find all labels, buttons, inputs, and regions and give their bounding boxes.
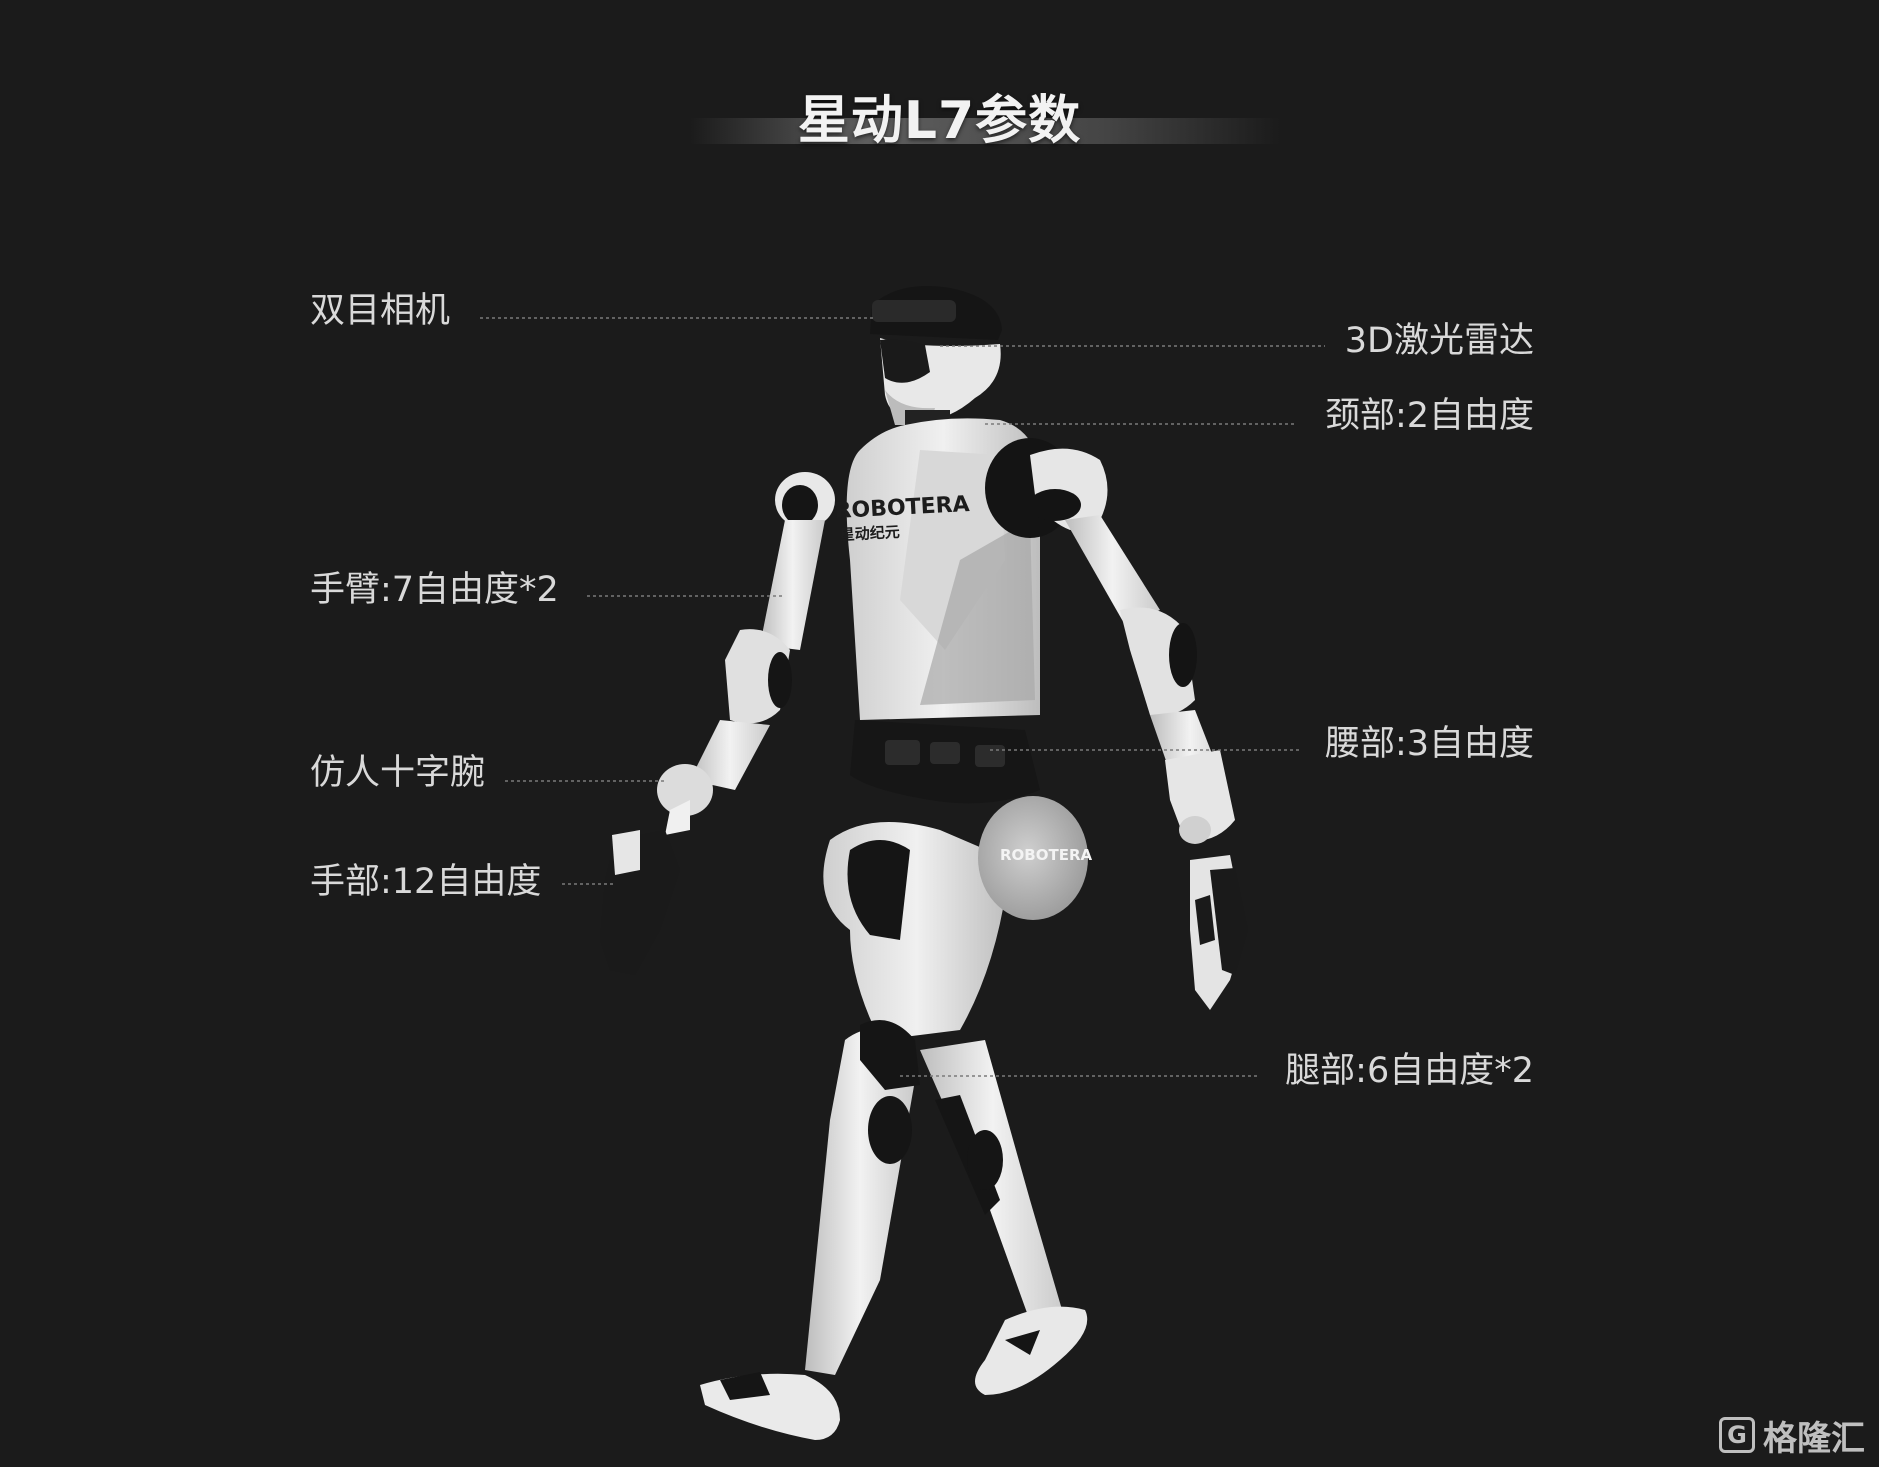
label-stereo-camera: 双目相机	[310, 291, 451, 331]
page-title: 星动L7参数	[797, 91, 1082, 151]
title-underline-band	[690, 118, 1280, 144]
label-neck: 颈部:2自由度	[1324, 396, 1534, 436]
robot-left-arm	[600, 472, 835, 975]
label-leg: 腿部:6自由度*2	[1285, 1051, 1534, 1091]
watermark: G 格隆汇	[1719, 1413, 1865, 1459]
label-waist: 腰部:3自由度	[1324, 724, 1534, 764]
chest-logo-cn: 星动纪元	[839, 523, 900, 544]
robot-right-arm	[985, 438, 1248, 1010]
robot-head	[870, 286, 1002, 428]
label-hand: 手部:12自由度	[310, 862, 542, 902]
label-lidar: 3D激光雷达	[1344, 321, 1534, 361]
robot-legs	[700, 796, 1088, 1440]
hip-logo: ROBOTERA	[1000, 846, 1093, 864]
watermark-text: 格隆汇	[1763, 1418, 1865, 1459]
robot-waist	[850, 720, 1040, 804]
watermark-logo-icon: G	[1719, 1417, 1755, 1453]
label-arm: 手臂:7自由度*2	[310, 570, 559, 610]
label-wrist: 仿人十字腕	[310, 753, 486, 793]
